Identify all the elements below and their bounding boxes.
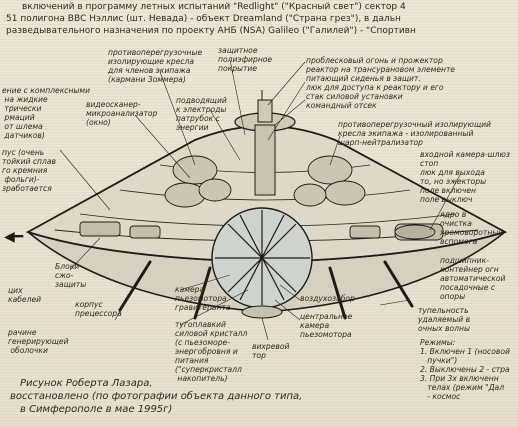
note-right-legs: подшипник- контейнер огн автоматической …	[440, 256, 506, 301]
note-left-cables: цих кабелей	[8, 286, 42, 304]
note-energy-pipe: подводящий к электроды патрубок с энерги…	[176, 96, 227, 132]
landing-legs	[118, 260, 414, 320]
hull-rim-line	[119, 189, 411, 201]
crew-seats-right	[293, 155, 366, 207]
note-crew-seats: противоперегрузочные изолирующие кресла …	[108, 48, 203, 84]
note-vortex: вихревой тор	[252, 342, 290, 360]
note-right-airlock: входной камера-шлюз стоп люк для выхода …	[420, 150, 510, 204]
note-left-blocks: Блоки сжо- защиты	[55, 262, 87, 289]
note-precessor: корпус прецессора	[75, 300, 122, 318]
note-right-reactor: проблесковый огонь и прожектор реактор н…	[306, 56, 456, 110]
note-central-chamber: центральное камера пьезомотора	[300, 312, 353, 339]
note-right-modes: Режимы: 1. Включен 1 (носовой пучки") 2.…	[420, 338, 510, 401]
direction-arrow-icon: ◀━	[4, 229, 24, 245]
rim-equipment	[79, 221, 444, 241]
header-line-1: включений в программу летных испытаний "…	[22, 2, 406, 12]
note-right-seats: противоперегрузочный изолирующий кресла …	[338, 120, 491, 147]
note-left-hull: пус (очень тойкий сплав го кремния фольг…	[2, 148, 56, 193]
note-left-shell: рачине генерирующей оболочки	[8, 328, 69, 355]
note-air-intake: воздухозабор	[300, 294, 355, 303]
footer-line-3: в Симферополе в мае 1995г)	[20, 404, 173, 415]
note-right-waves: тупельность удаляемый в очных волны	[418, 306, 471, 333]
note-drive-chamber: камера пьезомотора гравитеранта	[175, 285, 231, 312]
footer-line-1: Рисунок Роберта Лазара,	[20, 378, 153, 389]
note-coating: защитное полиэфирное покрытие	[218, 46, 273, 73]
crew-seats-left	[164, 155, 232, 208]
note-videoscanner: видеосканер- микроанализатор (окно)	[86, 100, 158, 127]
reactor-column	[254, 124, 276, 196]
header-line-2: 51 полигона ВВС Нэллис (шт. Невада) - об…	[6, 14, 401, 24]
drive-star	[215, 210, 310, 305]
note-crystal: тугоплавкий силовой кристалл (с пьезомор…	[175, 320, 248, 383]
callout-lines	[59, 59, 461, 341]
note-right-core: ядро в очистка хромоворотный вспомога	[440, 210, 504, 246]
beacon-mast	[257, 99, 273, 123]
header-line-3: разведывательного назначения по проекту …	[6, 26, 416, 36]
vortex-torus	[241, 305, 283, 319]
footer-line-2: восстановлено (по фотографии объекта дан…	[10, 391, 303, 402]
note-left-1: ение с комплексными на жидкие трически р…	[2, 86, 91, 140]
